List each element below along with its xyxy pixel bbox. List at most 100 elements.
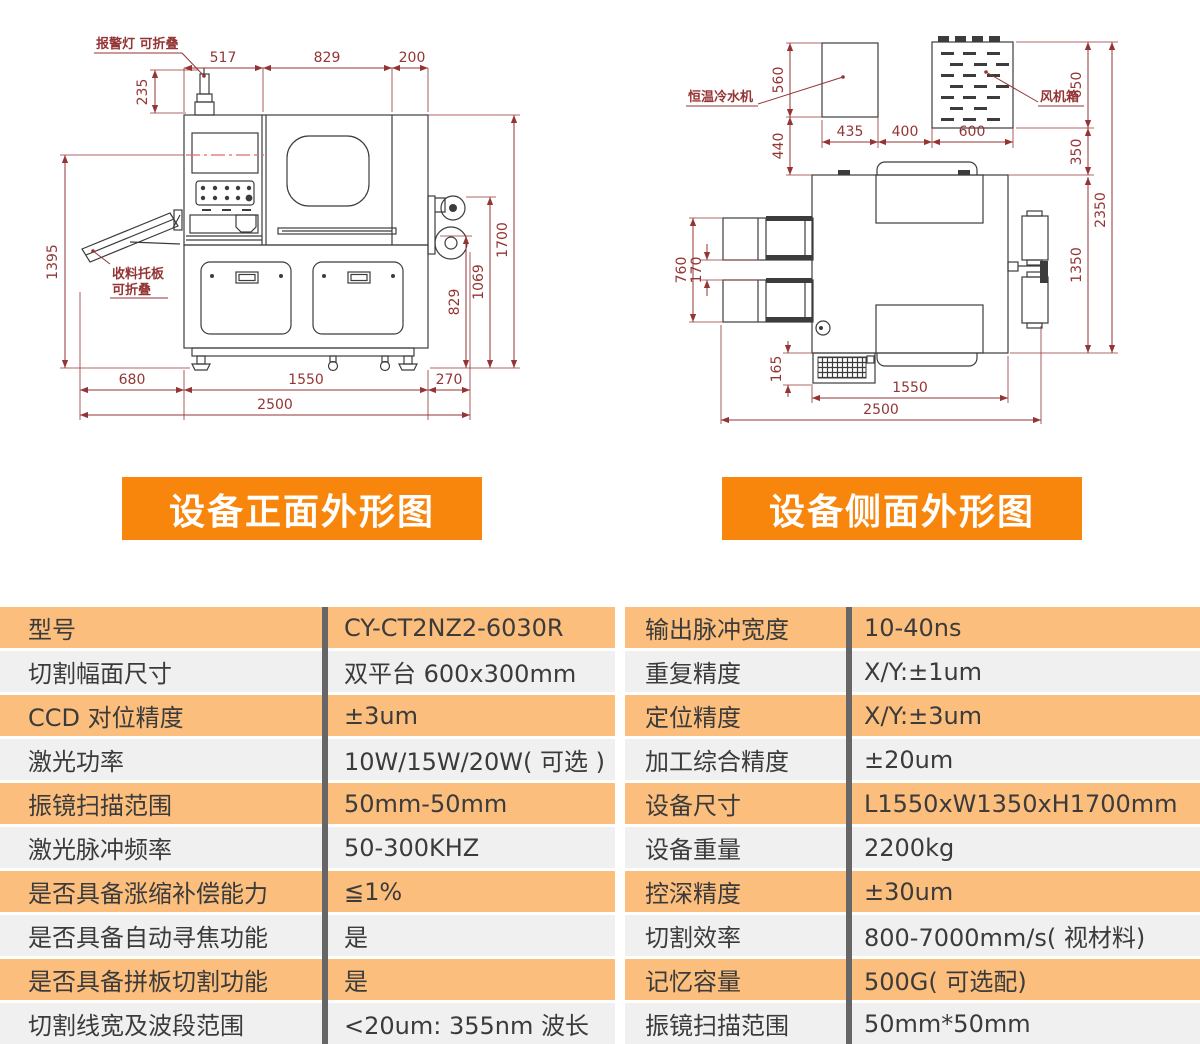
table-row: 激光功率 10W/15W/20W( 可选 )	[0, 739, 615, 780]
spec-label: 设备尺寸	[645, 792, 741, 820]
tray-label-line1: 收料托板	[112, 266, 165, 282]
table-row: CCD 对位精度±3um	[0, 695, 615, 736]
fan-box-louvers	[941, 52, 1009, 121]
spec-label: 记忆容量	[645, 968, 741, 996]
spec-value: CY-CT2NZ2-6030R	[344, 613, 564, 642]
dim-1700: 1700	[495, 222, 511, 258]
dim-680: 680	[119, 372, 146, 388]
dim-2500-front: 2500	[257, 397, 293, 413]
dim-2350: 2350	[1093, 192, 1109, 228]
table-row: 定位精度 X/Y:±3um	[625, 695, 1200, 736]
dim-400: 400	[892, 124, 919, 140]
spec-value: 2200kg	[864, 833, 955, 862]
spec-label: 重复精度	[645, 660, 741, 688]
dim-600: 600	[959, 124, 986, 140]
table-row: 设备尺寸 L1550xW1350xH1700mm	[625, 783, 1200, 824]
side-view-banner-text: 设备侧面外形图	[768, 491, 1035, 533]
table-row: 振镜扫描范围 50mm-50mm	[0, 783, 615, 824]
panel-buttons	[200, 185, 253, 211]
spec-label: 控深精度	[645, 880, 741, 908]
spec-value: 是	[344, 968, 368, 996]
column-divider	[322, 607, 328, 1044]
table-row: 型号 CY-CT2NZ2-6030R	[0, 607, 615, 648]
spec-label: 激光脉冲频率	[28, 836, 172, 864]
alarm-label: 报警灯 可折叠	[96, 36, 179, 52]
table-row: 控深精度 ±30um	[625, 871, 1200, 912]
table-row: 设备重量 2200kg	[625, 827, 1200, 868]
spec-label: 是否具备拼板切割功能	[28, 968, 268, 996]
spec-value: X/Y:±1um	[864, 657, 983, 686]
dim-235: 235	[135, 79, 151, 106]
plan-rollers	[1007, 210, 1049, 329]
fan-box-tabs	[938, 36, 1000, 42]
dim-440: 440	[771, 133, 787, 160]
spec-table-left: 型号 CY-CT2NZ2-6030R 切割幅面尺寸 双平台 600x300mm CC…	[0, 607, 615, 1044]
spec-value: ±20um	[864, 745, 954, 774]
chiller-label: 恒温冷水机	[688, 89, 753, 105]
dim-560: 560	[771, 67, 787, 94]
spec-label: CCD 对位精度	[28, 704, 184, 732]
table-row: 加工综合精度 ±20um	[625, 739, 1200, 780]
front-view-banner: 设备正面外形图	[122, 477, 482, 540]
spec-label: 振镜扫描范围	[28, 792, 172, 820]
dim-760: 760	[674, 257, 690, 284]
table-row: 是否具备涨缩补偿能力 ≦1%	[0, 871, 615, 912]
spec-label: 振镜扫描范围	[645, 1012, 789, 1040]
spec-label: 设备重量	[645, 836, 741, 864]
spec-label: 定位精度	[645, 704, 741, 732]
spec-value: <20um: 355nm 波长	[344, 1012, 589, 1040]
dim-1395: 1395	[45, 244, 61, 280]
dim-200: 200	[399, 50, 426, 66]
dim-650: 650	[1069, 72, 1085, 99]
spec-label: 是否具备自动寻焦功能	[28, 924, 268, 952]
spec-value: X/Y:±3um	[864, 701, 983, 730]
dim-435: 435	[837, 124, 864, 140]
spec-label: 切割幅面尺寸	[28, 660, 172, 688]
spec-value: 是	[344, 924, 368, 952]
dim-829-right: 829	[447, 289, 463, 316]
dim-1350: 1350	[1069, 247, 1085, 283]
spec-value: ±30um	[864, 877, 954, 906]
table-row: 振镜扫描范围 50mm*50mm	[625, 1003, 1200, 1044]
dim-170: 170	[689, 257, 705, 284]
dim-350: 350	[1069, 139, 1085, 166]
spec-label: 加工综合精度	[645, 748, 789, 776]
spec-value: L1550xW1350xH1700mm	[864, 789, 1178, 818]
spec-value: 800-7000mm/s( 视材料)	[864, 924, 1146, 952]
spec-value: 50-300KHZ	[344, 833, 480, 862]
side-view-banner: 设备侧面外形图	[722, 477, 1082, 540]
dim-517: 517	[210, 50, 237, 66]
spec-label: 激光功率	[28, 748, 124, 776]
table-row: 激光脉冲频率 50-300KHZ	[0, 827, 615, 868]
table-row: 是否具备拼板切割功能 是	[0, 959, 615, 1000]
table-row: 切割幅面尺寸 双平台 600x300mm	[0, 651, 615, 692]
table-row: 切割线宽及波段范围<20um: 355nm 波长	[0, 1003, 615, 1044]
dim-1550-front: 1550	[288, 372, 324, 388]
feeder-trays	[722, 216, 814, 323]
fanbox-label: 风机箱	[1040, 89, 1079, 105]
side-view-machine	[722, 36, 1049, 384]
front-view-banner-text: 设备正面外形图	[168, 491, 435, 533]
spec-label: 型号	[28, 616, 76, 644]
table-row: 重复精度 X/Y:±1um	[625, 651, 1200, 692]
spec-label: 是否具备涨缩补偿能力	[28, 880, 268, 908]
spec-value: 50mm*50mm	[864, 1009, 1031, 1038]
column-divider	[846, 607, 852, 1044]
front-view-dimensions: 517 829 200 235 1395 1700 1069 829	[45, 36, 520, 420]
spec-value: 10-40ns	[864, 613, 962, 642]
front-view-machine	[81, 68, 468, 372]
spec-value: 10W/15W/20W( 可选 )	[344, 748, 605, 776]
spec-value: ≦1%	[344, 877, 403, 906]
side-view-dimensions: 560 440 435 400 600 650 350 1350	[674, 41, 1118, 424]
machine-feet	[191, 355, 418, 372]
tray-label-line2: 可折叠	[112, 282, 151, 298]
dim-1069: 1069	[471, 264, 487, 300]
dim-1550-side: 1550	[892, 380, 928, 396]
spec-value: 双平台 600x300mm	[344, 660, 577, 688]
spec-value: 50mm-50mm	[344, 789, 508, 818]
